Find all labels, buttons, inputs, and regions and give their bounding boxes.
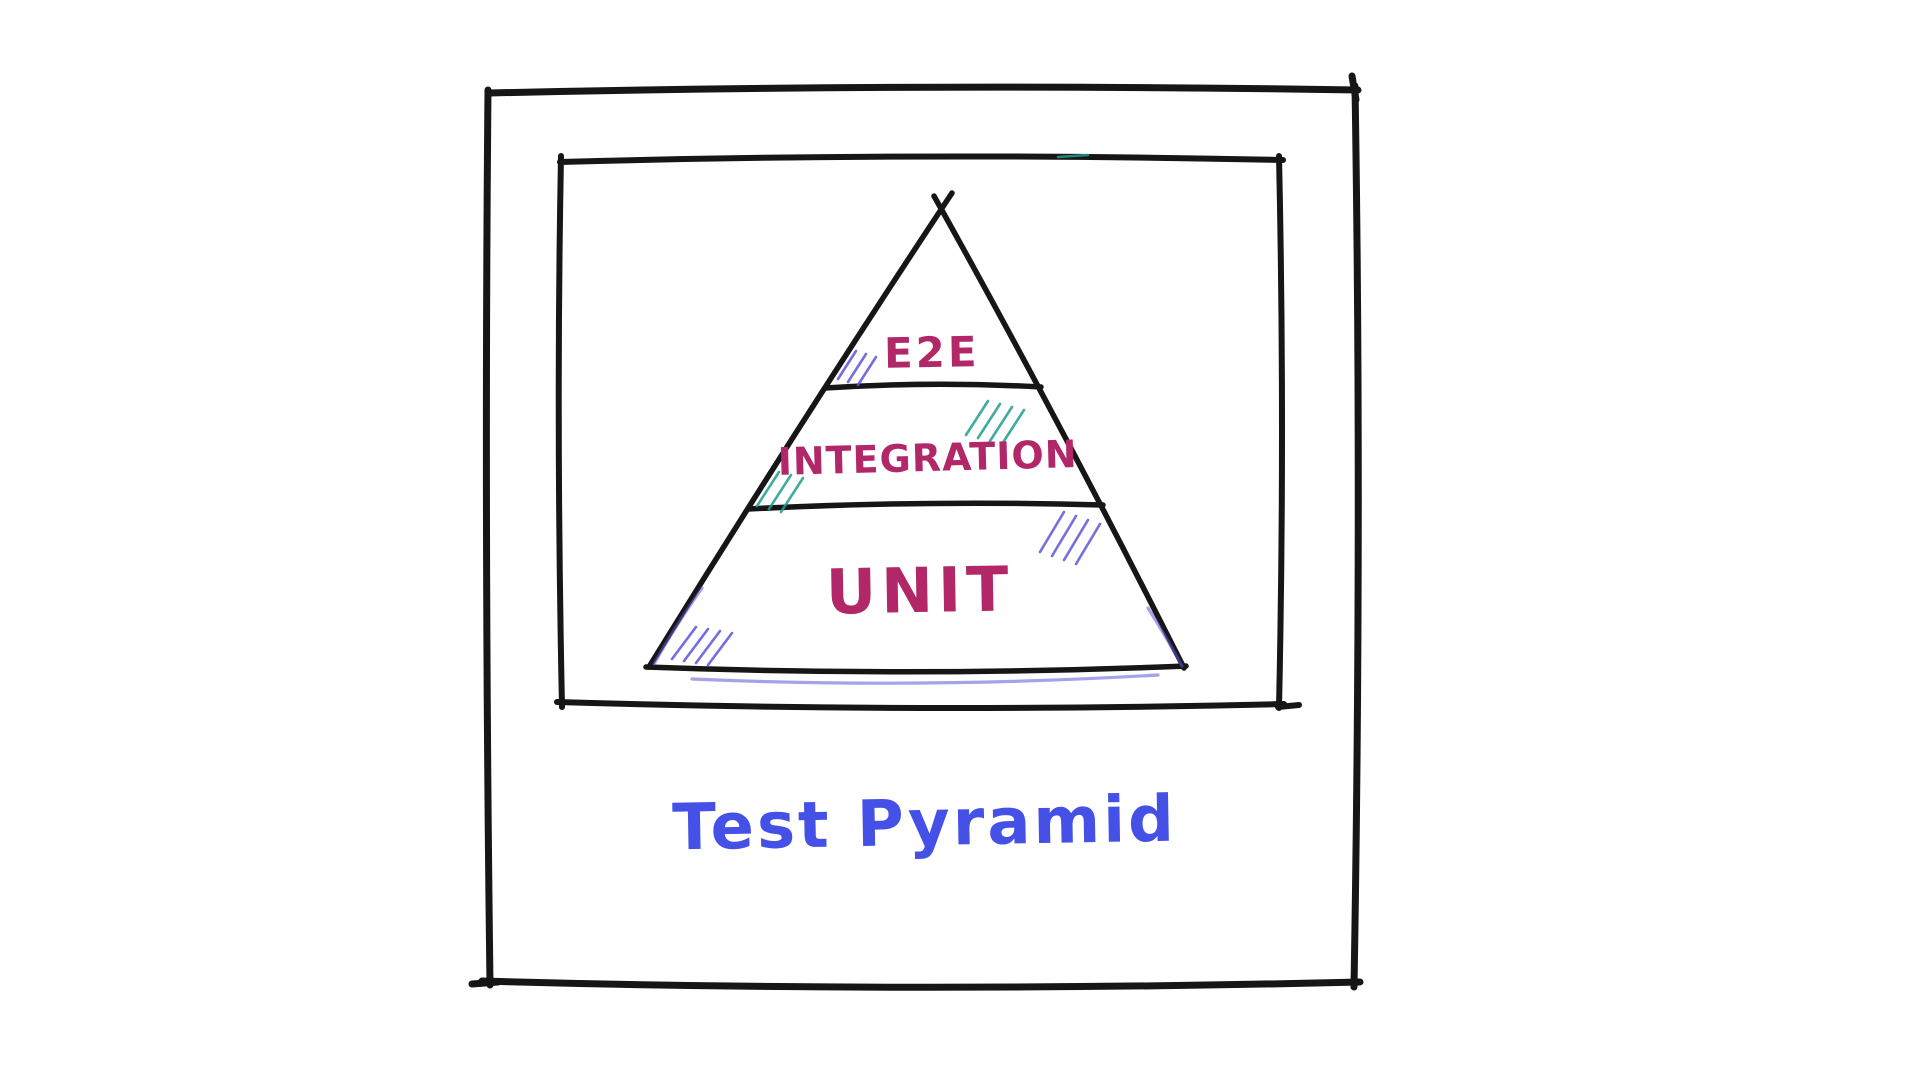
outer-frame-corner-tick-bottom-left [468, 978, 502, 988]
hatch-line [670, 625, 698, 661]
pyramid-left-edge [646, 190, 955, 670]
inner-frame-bottom [554, 699, 1287, 712]
hatch-line [706, 631, 734, 667]
outer-frame-top [485, 83, 1362, 97]
hatch-line [694, 629, 722, 665]
right-edge-accent [1146, 606, 1184, 668]
pyramid-level-integration-label: INTEGRATION [777, 432, 1078, 484]
outer-frame [468, 72, 1364, 991]
left-edge-accent [652, 586, 704, 666]
hatch-line [988, 405, 1014, 443]
hatch-line [755, 470, 781, 508]
hatching-teal [755, 153, 1090, 514]
edge-accents-blue [652, 586, 1184, 685]
hatch-line [1000, 408, 1026, 446]
hatch-line [779, 476, 805, 514]
hatch-line [1074, 522, 1102, 566]
diagram-caption: Test Pyramid [672, 783, 1178, 866]
pyramid-right-edge [931, 193, 1187, 671]
hatch-line [836, 349, 858, 381]
pyramid-level-e2e-label: E2E [884, 327, 980, 378]
hatch-line [976, 402, 1002, 440]
inner-frame-top [557, 153, 1286, 165]
inner-frame-right [1276, 153, 1285, 711]
outer-frame-right [1350, 82, 1362, 991]
hatching-blue [670, 349, 1102, 667]
base-shadow-accent [690, 673, 1160, 685]
hatch-line [856, 355, 878, 387]
hatch-line [964, 399, 990, 437]
inner-frame-corner-tick-bottom-right [1275, 702, 1302, 710]
hatch-line [1038, 510, 1066, 554]
hatch-line [846, 352, 868, 384]
pyramid [643, 190, 1189, 675]
pyramid-divider-e2e-integration [822, 381, 1044, 391]
pyramid-divider-integration-unit [745, 500, 1106, 512]
hatch-line [1056, 153, 1090, 159]
hatch-line [1062, 518, 1090, 562]
outer-frame-left [482, 86, 494, 989]
pyramid-level-unit-label: UNIT [825, 552, 1014, 628]
outer-frame-bottom [478, 977, 1364, 991]
outer-frame-corner-tick-top-right [1348, 72, 1360, 104]
pyramid-base-edge [643, 663, 1189, 675]
hatch-line [767, 473, 793, 511]
inner-frame [554, 153, 1302, 712]
hatch-line [1050, 514, 1078, 558]
inner-frame-left [555, 153, 565, 710]
hatch-line [682, 627, 710, 663]
